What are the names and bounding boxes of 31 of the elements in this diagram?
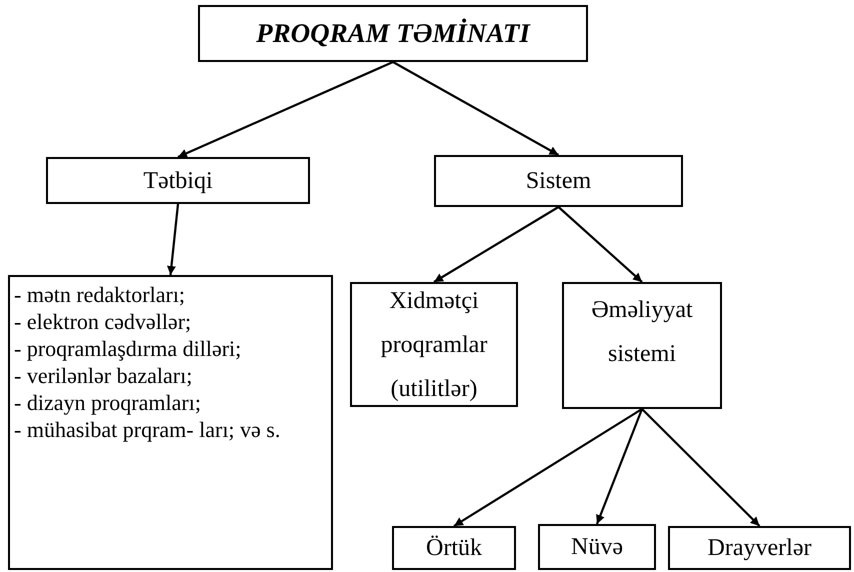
category-box xyxy=(434,155,683,207)
arrow xyxy=(178,61,394,158)
arrow xyxy=(166,204,180,276)
category-box xyxy=(46,157,310,204)
list-box xyxy=(8,275,333,570)
arrow xyxy=(558,206,643,283)
category-box xyxy=(562,282,722,409)
arrow xyxy=(596,408,644,524)
category-box xyxy=(538,524,656,570)
category-box xyxy=(392,526,516,570)
list-item: - elektron cədvəllər; xyxy=(14,308,192,335)
list-item: - proqramlaşdırma dilləri; xyxy=(14,335,242,362)
title-box xyxy=(198,5,588,62)
node-label: Drayverlər xyxy=(708,534,812,563)
node-label: Əməliyyat sistemi xyxy=(590,296,694,369)
node-label: Nüvə xyxy=(571,533,623,562)
list-item: - dizayn proqramları; xyxy=(14,389,201,416)
category-box xyxy=(350,282,518,407)
arrow xyxy=(453,408,643,527)
node-label: Örtük xyxy=(426,534,482,563)
category-box xyxy=(668,526,851,570)
list-item: - mətn redaktorları; xyxy=(14,281,186,308)
node-label: Xidmətçi proqramlar (utilitlər) xyxy=(380,286,488,404)
node-label: Sistem xyxy=(526,167,592,196)
arrow xyxy=(392,61,560,156)
list-item: - mühasibat prqram- ları; və s. xyxy=(14,416,280,443)
node-label: Tətbiqi xyxy=(143,166,213,196)
node-label: PROQRAM TƏMİNATI xyxy=(256,17,530,50)
arrow xyxy=(641,408,760,527)
arrow xyxy=(433,206,560,283)
list-item: - verilənlər bazaları; xyxy=(14,362,192,389)
